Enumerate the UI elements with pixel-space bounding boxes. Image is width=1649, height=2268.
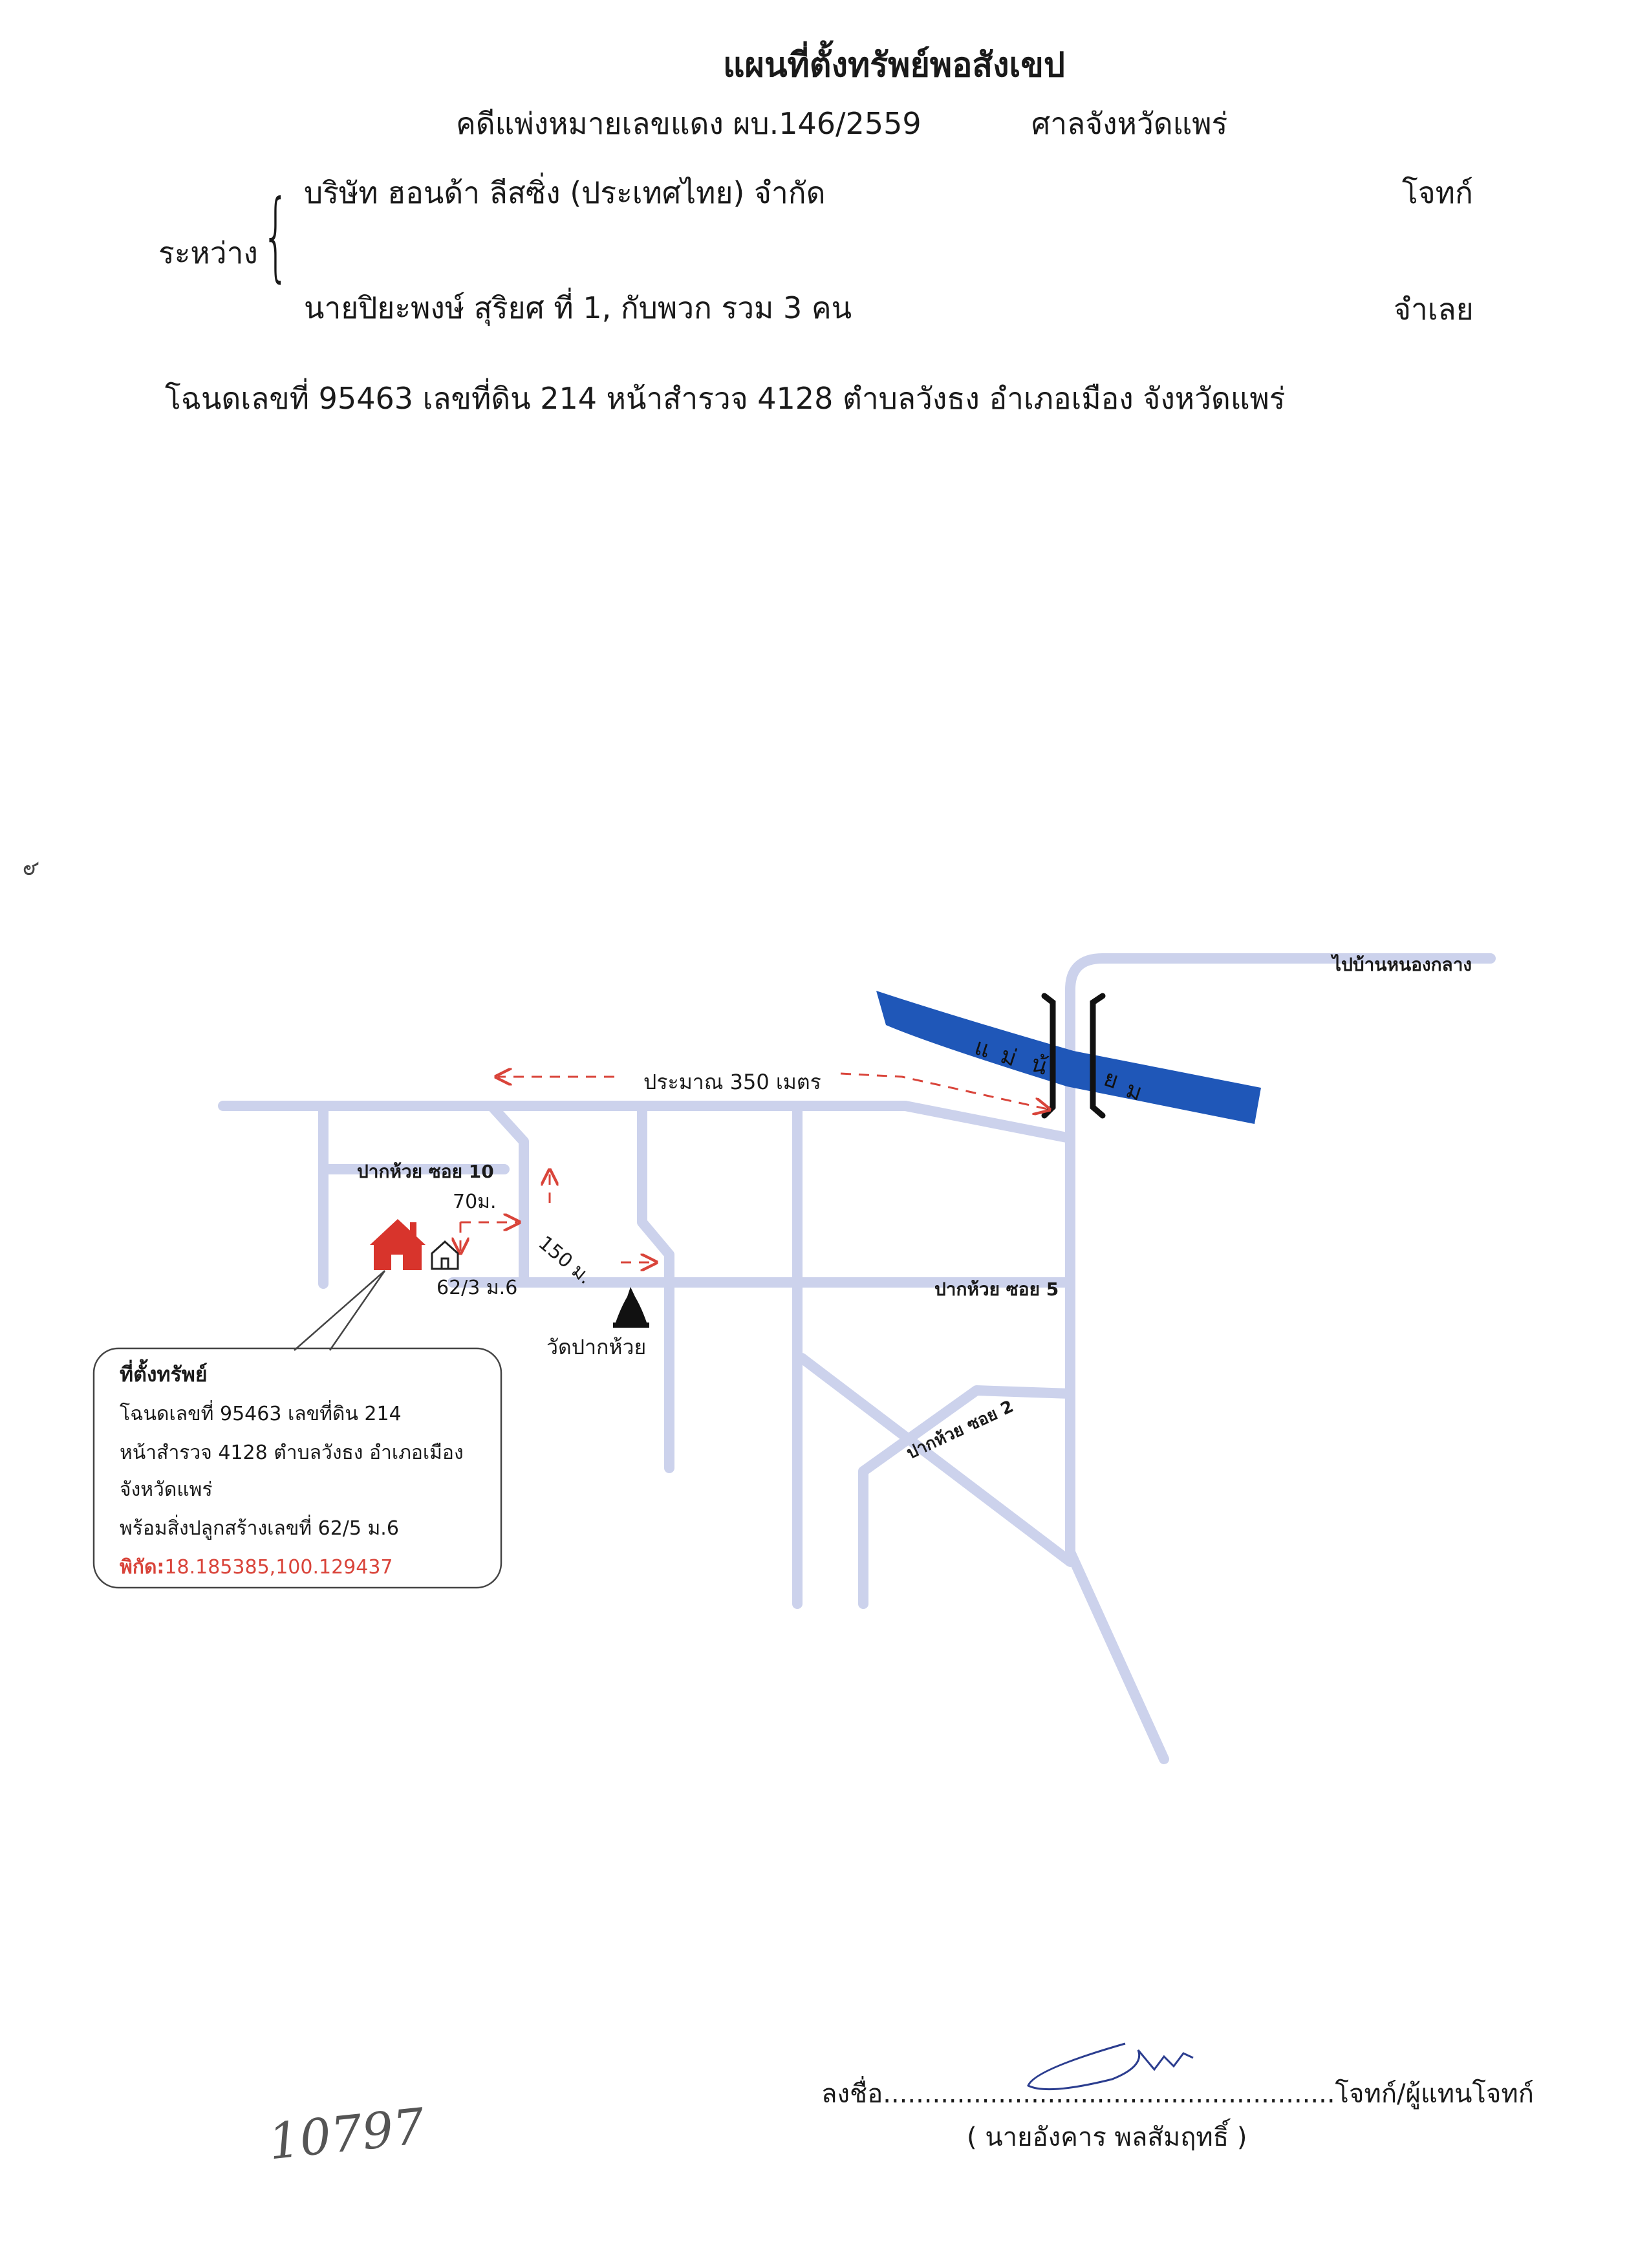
callout-line-1: โฉนดเลขที่ 95463 เลขที่ดิน 214	[120, 1403, 402, 1425]
label-70m: 70ม.	[453, 1191, 497, 1213]
sign-line: ลงชื่อ..................................…	[821, 2079, 1534, 2109]
callout-box	[92, 1347, 502, 1589]
callout-pointer	[294, 1270, 386, 1351]
label-house-number: 62/3 ม.6	[436, 1277, 518, 1299]
house-outline-icon	[431, 1240, 459, 1270]
coord-label: พิกัด:	[120, 1556, 165, 1579]
case-number: คดีแพ่งหมายเลขแดง ผบ.146/2559	[456, 106, 921, 141]
temple-icon	[613, 1287, 649, 1328]
defendant-role: จำเลย	[1394, 292, 1474, 327]
deed-line: โฉนดเลขที่ 95463 เลขที่ดิน 214 หน้าสำรวจ…	[165, 381, 1286, 416]
distance-arrows	[460, 1074, 1048, 1262]
river-mae-yom	[876, 991, 1261, 1124]
callout-line-3: จังหวัดแพร่	[120, 1478, 213, 1501]
signer-name: ( นายอังคาร พลสัมฤทธิ์ )	[967, 2122, 1247, 2152]
callout-line-2: หน้าสำรวจ 4128 ตำบลวังธง อำเภอเมือง	[120, 1442, 464, 1464]
document-title: แผนที่ตั้งทรัพย์พอสังเขป	[723, 46, 1065, 85]
roads	[218, 953, 1496, 1764]
house-icon-red	[370, 1219, 426, 1270]
callout-line-4: พร้อมสิ่งปลูกสร้างเลขที่ 62/5 ม.6	[120, 1517, 399, 1540]
coord-value: 18.185385,100.129437	[164, 1556, 393, 1579]
party-brace: {	[262, 180, 290, 292]
plaintiff-name: บริษัท ฮอนด้า ลีสซิ่ง (ประเทศไทย) จำกัด	[304, 175, 826, 210]
callout-coordinates: พิกัด:18.185385,100.129437	[120, 1552, 393, 1582]
label-soi-5: ปากห้วย ซอย 5	[934, 1279, 1059, 1300]
plaintiff-role: โจทก์	[1402, 175, 1473, 210]
defendant-name: นายปิยะพงษ์ สุริยศ ที่ 1, กับพวก รวม 3 ค…	[304, 290, 852, 325]
court-name: ศาลจังหวัดแพร่	[1031, 106, 1228, 141]
label-soi-10: ปากห้วย ซอย 10	[357, 1161, 494, 1182]
callout-title: ที่ตั้งทรัพย์	[120, 1362, 208, 1387]
label-distance-350: ประมาณ 350 เมตร	[643, 1070, 821, 1094]
label-to-village: ไปบ้านหนองกลาง	[1332, 954, 1472, 975]
label-temple: วัดปากห้วย	[546, 1335, 647, 1359]
between-label: ระหว่าง	[158, 235, 258, 270]
